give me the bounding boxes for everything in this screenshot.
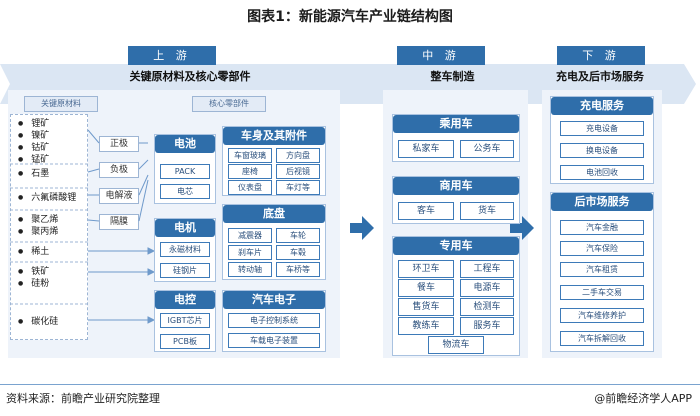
raw-item: 石墨 <box>18 168 86 180</box>
control-title: 电控 <box>155 291 215 309</box>
raw-group-2: 石墨 <box>12 168 86 180</box>
commercial-title: 商用车 <box>393 177 519 195</box>
special-item: 检测车 <box>460 298 514 316</box>
special-item: 服务车 <box>460 317 514 335</box>
chassis-item: 车桥等 <box>276 262 320 277</box>
electronics-item: 车载电子装置 <box>228 333 320 348</box>
passenger-item: 公务车 <box>460 140 514 158</box>
aftermarket-item: 汽车金融 <box>560 220 644 235</box>
raw-group-6: 铁矿 硅粉 <box>12 266 86 290</box>
charging-item: 电池回收 <box>560 165 644 180</box>
charging-title: 充电服务 <box>551 97 653 115</box>
footer-divider <box>0 384 700 385</box>
battery-item: 电芯 <box>160 184 210 199</box>
raw-group-7: 碳化硅 <box>12 316 86 328</box>
aftermarket-title: 后市场服务 <box>551 193 653 211</box>
chassis-title: 底盘 <box>223 205 325 223</box>
chassis-item: 车毂 <box>276 245 320 260</box>
band-midstream: 整车制造 <box>430 70 475 83</box>
raw-materials-label: 关键原材料 <box>24 96 98 112</box>
special-item: 环卫车 <box>398 260 454 278</box>
control-item: PCB板 <box>160 334 210 349</box>
raw-item: 六氟磷酸锂 <box>18 192 88 204</box>
battery-part-electrolyte: 电解液 <box>99 188 139 204</box>
connector-lines <box>87 129 156 324</box>
aftermarket-item: 汽车维修养护 <box>560 308 644 323</box>
electronics-item: 电子控制系统 <box>228 313 320 328</box>
source-note: 资料来源：前瞻产业研究院整理 <box>6 392 160 405</box>
aftermarket-item: 汽车拆解回收 <box>560 331 644 346</box>
chassis-item: 减震器 <box>228 228 272 243</box>
raw-group-1: 锂矿 镍矿 钴矿 锰矿 <box>12 118 86 166</box>
battery-part-anode: 负极 <box>99 162 139 178</box>
charging-item: 换电设备 <box>560 143 644 158</box>
battery-title: 电池 <box>155 135 215 153</box>
body-item: 车窗玻璃 <box>228 148 272 163</box>
stage-upstream: 上 游 <box>128 46 216 65</box>
arrow-mid-to-down-icon <box>510 216 534 240</box>
battery-part-separator: 隔膜 <box>99 214 139 230</box>
raw-item: 硅粉 <box>18 278 86 290</box>
special-item: 电源车 <box>460 279 514 297</box>
body-item: 座椅 <box>228 164 272 179</box>
raw-item: 聚丙烯 <box>18 226 86 238</box>
aftermarket-item: 汽车租赁 <box>560 262 644 277</box>
battery-item: PACK <box>160 164 210 179</box>
special-item: 售货车 <box>398 298 454 316</box>
aftermarket-item: 汽车保险 <box>560 241 644 256</box>
special-item: 教练车 <box>398 317 454 335</box>
raw-separators <box>10 163 88 305</box>
raw-item: 稀土 <box>18 246 86 258</box>
raw-group-3: 六氟磷酸锂 <box>12 192 88 204</box>
raw-item: 镍矿 <box>18 130 86 142</box>
commercial-item: 客车 <box>398 202 454 220</box>
raw-item: 铁矿 <box>18 266 86 278</box>
control-item: IGBT芯片 <box>160 313 210 328</box>
band-upstream: 关键原材料及核心零部件 <box>129 70 251 83</box>
motor-item: 硅钢片 <box>160 263 210 278</box>
raw-group-4: 聚乙烯 聚丙烯 <box>12 214 86 238</box>
aftermarket-item: 二手车交易 <box>560 285 644 300</box>
raw-item: 钴矿 <box>18 142 86 154</box>
chassis-item: 刹车片 <box>228 245 272 260</box>
raw-item: 锰矿 <box>18 154 86 166</box>
chart-title: 图表1：新能源汽车产业链结构图 <box>247 9 453 25</box>
passenger-item: 私家车 <box>398 140 454 158</box>
passenger-title: 乘用车 <box>393 115 519 133</box>
special-title: 专用车 <box>393 237 519 255</box>
special-item: 物流车 <box>428 336 484 354</box>
body-item: 方向盘 <box>276 148 320 163</box>
chassis-item: 车轮 <box>276 228 320 243</box>
body-item: 后视镜 <box>276 164 320 179</box>
stage-downstream: 下 游 <box>557 46 645 65</box>
battery-part-cathode: 正极 <box>99 136 139 152</box>
body-title: 车身及其附件 <box>223 127 325 145</box>
brand-mark: @前瞻经济学人APP <box>594 392 692 405</box>
raw-item: 碳化硅 <box>18 316 86 328</box>
special-item: 餐车 <box>398 279 454 297</box>
chassis-item: 转动轴 <box>228 262 272 277</box>
motor-item: 永磁材料 <box>160 242 210 257</box>
body-item: 车灯等 <box>276 180 320 195</box>
raw-item: 聚乙烯 <box>18 214 86 226</box>
stage-midstream: 中 游 <box>397 46 485 65</box>
special-item: 工程车 <box>460 260 514 278</box>
core-components-label: 核心零部件 <box>192 96 266 112</box>
charging-item: 充电设备 <box>560 121 644 136</box>
arrow-up-to-mid-icon <box>350 216 374 240</box>
raw-item: 锂矿 <box>18 118 86 130</box>
raw-group-5: 稀土 <box>12 246 86 258</box>
band-downstream: 充电及后市场服务 <box>556 70 644 83</box>
commercial-item: 货车 <box>460 202 514 220</box>
electronics-title: 汽车电子 <box>223 291 325 309</box>
body-item: 仪表盘 <box>228 180 272 195</box>
motor-title: 电机 <box>155 219 215 237</box>
